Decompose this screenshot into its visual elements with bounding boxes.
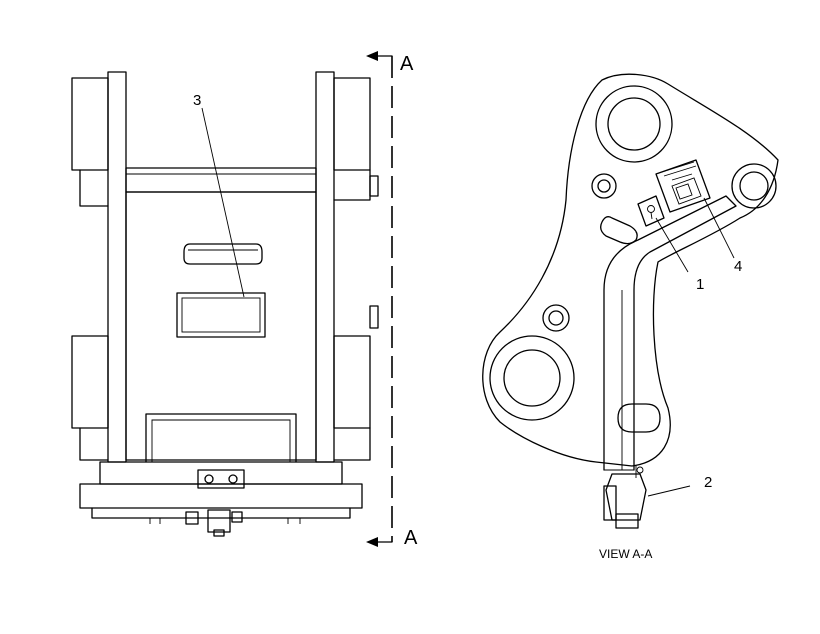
callout-4: 4 xyxy=(734,258,742,275)
side-view xyxy=(482,73,779,529)
callout-2: 2 xyxy=(704,474,712,491)
section-line xyxy=(366,51,393,547)
section-label-bottom: A xyxy=(404,527,418,549)
section-label-top: A xyxy=(400,53,414,75)
view-caption: VIEW A-A xyxy=(599,547,652,561)
front-view xyxy=(71,71,379,537)
callout-1: 1 xyxy=(696,276,704,293)
callout-3: 3 xyxy=(193,92,201,109)
